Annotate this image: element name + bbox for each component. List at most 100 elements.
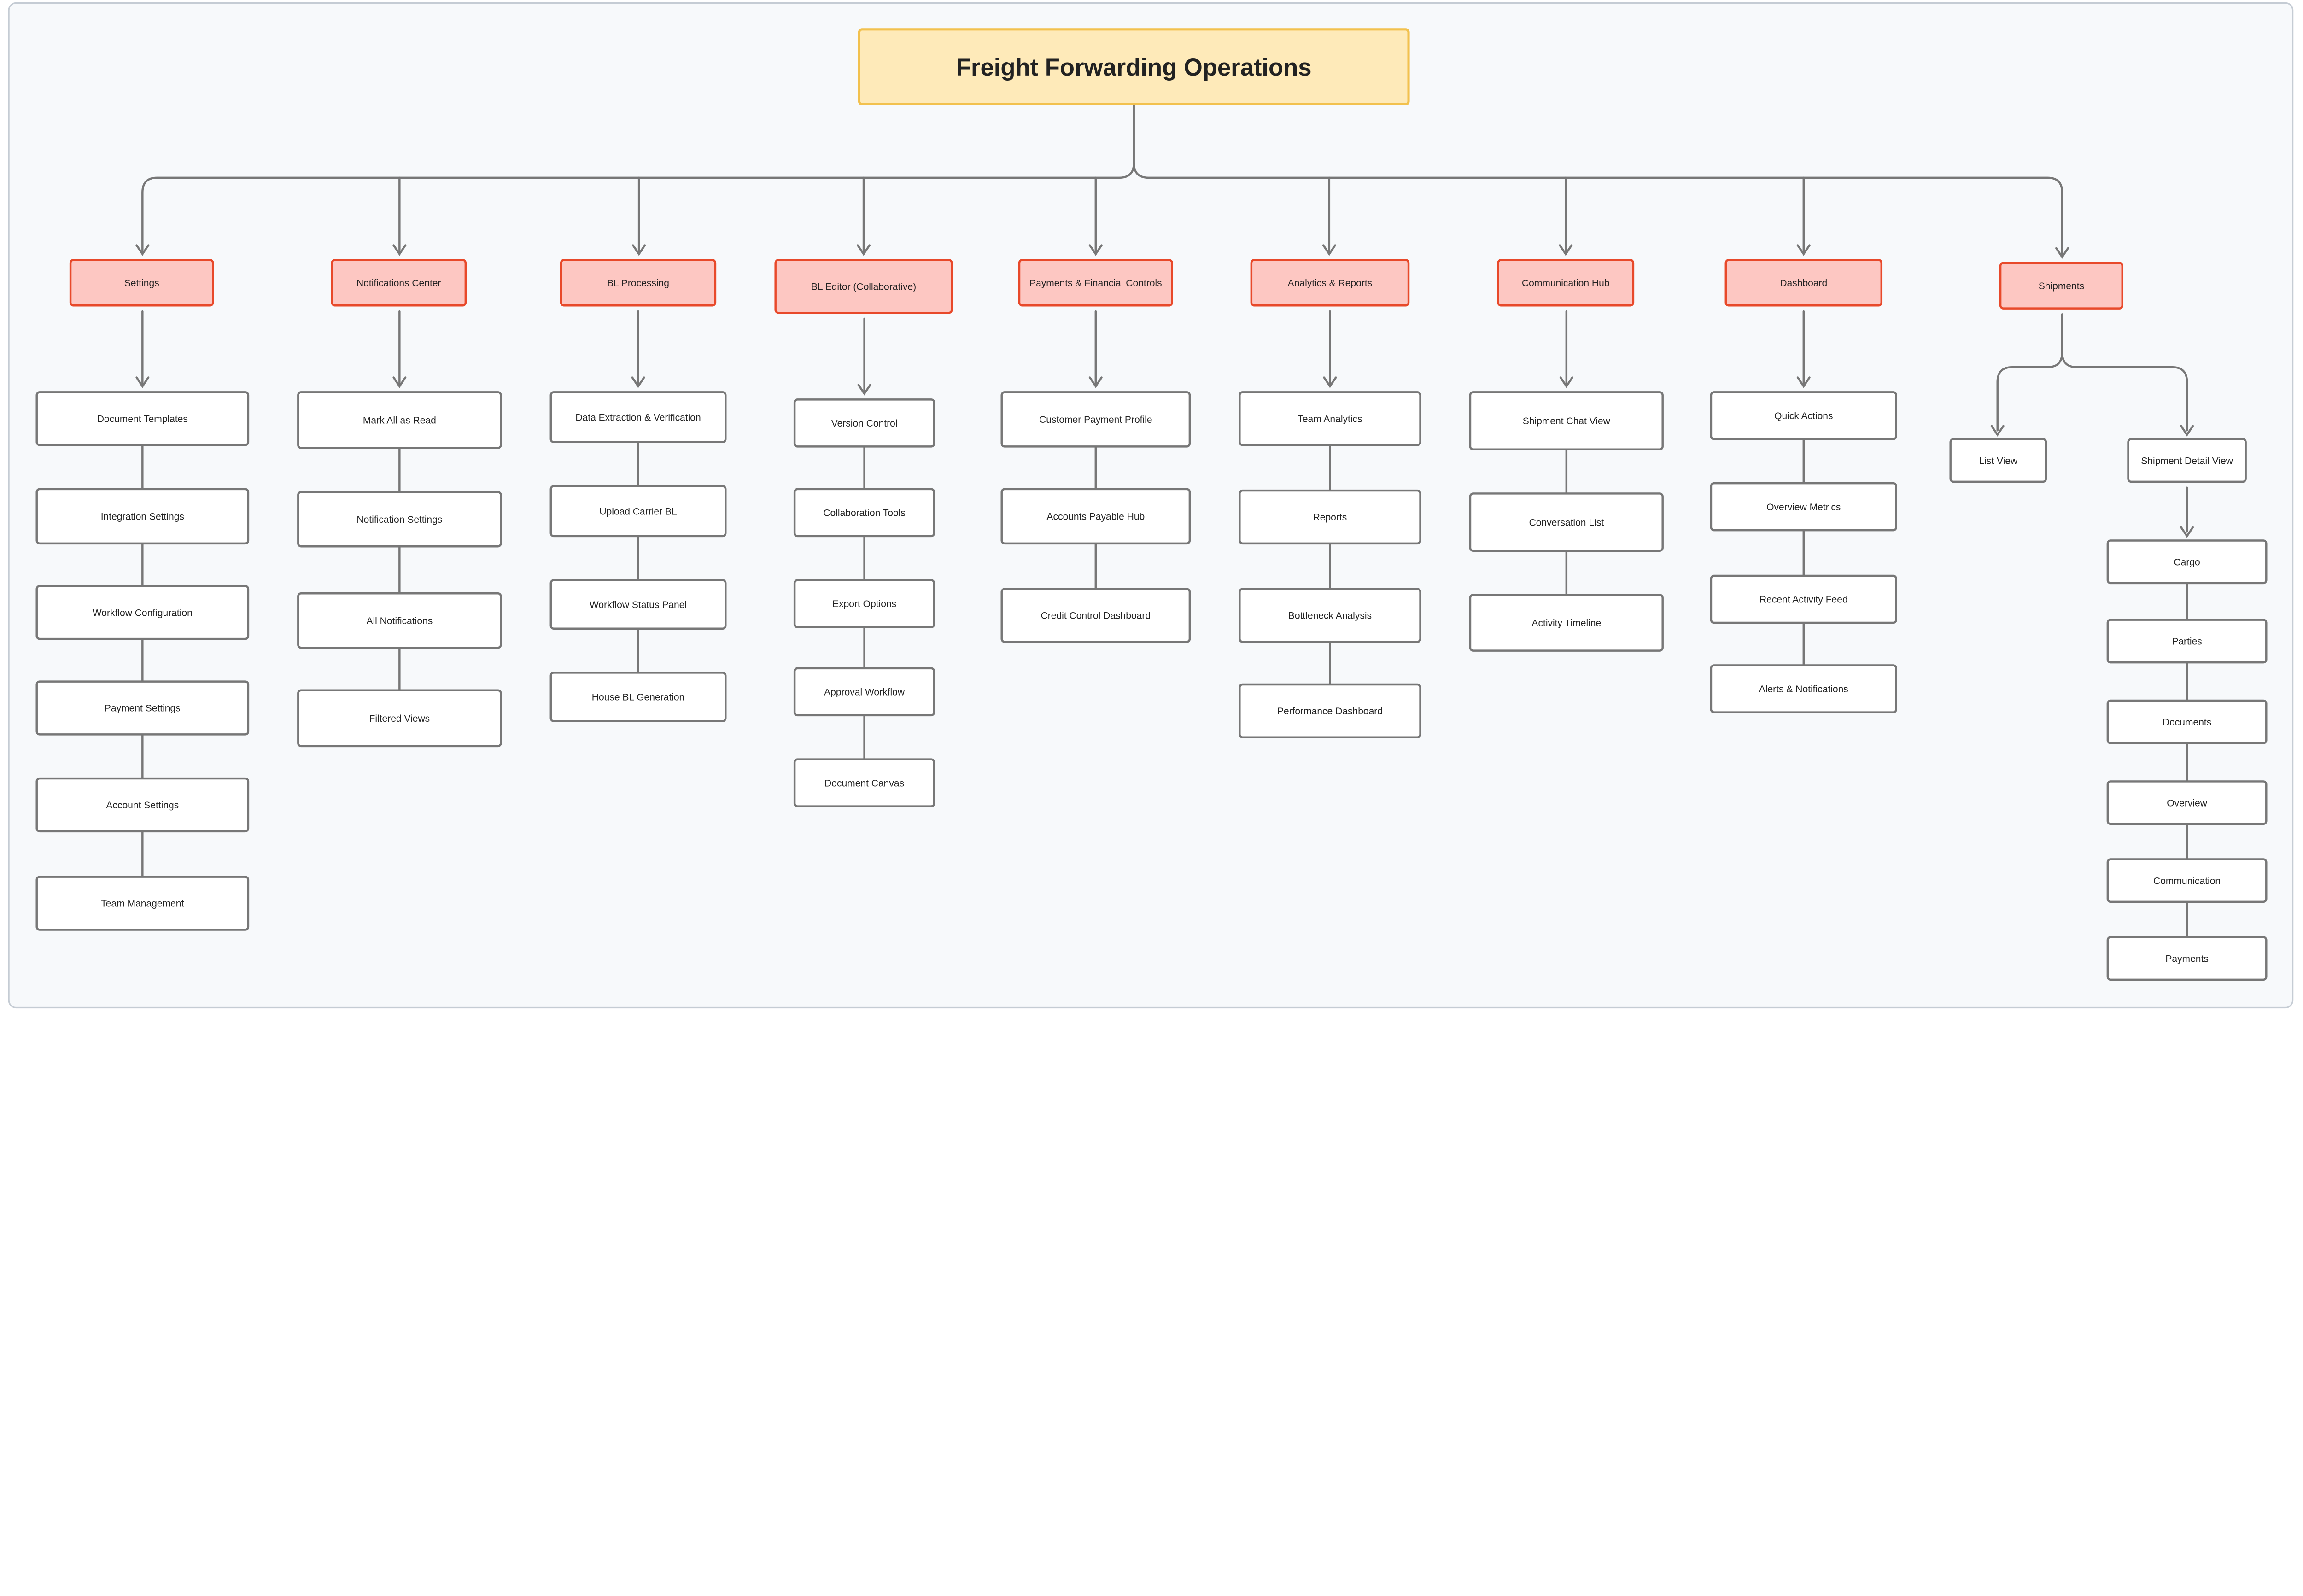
page-box [35,391,250,446]
category-label: BL Processing [607,278,669,288]
page-mark-all-as-read[interactable]: Mark All as Read [297,391,502,449]
arrowhead-icon [392,244,407,256]
page-communication[interactable]: Communication [2106,858,2268,903]
page-team-analytics[interactable]: Team Analytics [1239,391,1421,446]
page-label: All Notifications [366,616,433,626]
page-payments[interactable]: Payments [2106,936,2268,981]
category-label: Payments & Financial Controls [1029,278,1162,288]
page-label: Document Canvas [824,778,904,789]
page-workflow-status-panel[interactable]: Workflow Status Panel [549,579,727,630]
page-shipment-detail-view[interactable]: Shipment Detail View [2127,438,2247,483]
page-payment-settings[interactable]: Payment Settings [35,680,250,736]
page-performance-dashboard[interactable]: Performance Dashboard [1239,683,1421,738]
page-house-bl-generation[interactable]: House BL Generation [549,672,727,722]
page-overview[interactable]: Overview [2106,780,2268,825]
page-box [1710,482,1897,532]
root-node[interactable]: Freight Forwarding Operations [858,28,1410,105]
page-label: Team Analytics [1298,414,1362,424]
page-box [1239,391,1421,446]
page-label: Quick Actions [1774,411,1833,421]
category-payments-and-financial-controls[interactable]: Payments & Financial Controls [1018,259,1173,307]
page-box [35,777,250,833]
page-label: Bottleneck Analysis [1288,611,1372,621]
category-box [69,259,214,307]
page-document-canvas[interactable]: Document Canvas [793,758,935,807]
category-shipments[interactable]: Shipments [1999,262,2124,310]
arrowhead-icon [631,376,645,388]
page-accounts-payable-hub[interactable]: Accounts Payable Hub [1000,488,1191,545]
page-approval-workflow[interactable]: Approval Workflow [793,667,935,717]
page-all-notifications[interactable]: All Notifications [297,592,502,649]
page-recent-activity-feed[interactable]: Recent Activity Feed [1710,574,1897,624]
page-box [549,579,727,630]
page-box [1469,391,1664,450]
page-label: Approval Workflow [824,687,905,698]
page-label: Reports [1313,512,1347,523]
page-filtered-views[interactable]: Filtered Views [297,689,502,748]
arrowhead-icon [1796,244,1811,256]
page-label: Upload Carrier BL [599,506,677,517]
page-list-view[interactable]: List View [1949,438,2047,483]
page-shipment-chat-view[interactable]: Shipment Chat View [1469,391,1664,450]
page-label: Shipment Detail View [2141,456,2233,466]
page-box [1469,492,1664,552]
page-activity-timeline[interactable]: Activity Timeline [1469,594,1664,652]
page-notification-settings[interactable]: Notification Settings [297,491,502,548]
page-label: Mark All as Read [363,415,436,426]
page-label: Credit Control Dashboard [1041,611,1151,621]
category-box [1018,259,1173,307]
category-notifications-center[interactable]: Notifications Center [331,259,467,307]
page-label: List View [1979,456,2018,466]
page-box [2106,539,2268,585]
page-bottleneck-analysis[interactable]: Bottleneck Analysis [1239,588,1421,643]
arrowhead-icon [2180,425,2194,437]
page-box [793,667,935,717]
page-upload-carrier-bl[interactable]: Upload Carrier BL [549,485,727,538]
page-integration-settings[interactable]: Integration Settings [35,488,250,545]
page-label: Cargo [2174,557,2200,567]
arrowhead-icon [2180,526,2194,538]
page-box [793,758,935,807]
page-box [297,391,502,449]
page-box [1000,391,1191,448]
page-label: Team Management [101,899,184,909]
page-box [1239,683,1421,738]
arrowhead-icon [1322,244,1336,256]
page-label: Overview Metrics [1766,502,1841,513]
page-export-options[interactable]: Export Options [793,579,935,628]
page-conversation-list[interactable]: Conversation List [1469,492,1664,552]
category-analytics-and-reports[interactable]: Analytics & Reports [1250,259,1410,307]
arrowhead-icon [392,376,407,388]
page-quick-actions[interactable]: Quick Actions [1710,391,1897,440]
category-bl-processing[interactable]: BL Processing [560,259,717,307]
category-dashboard[interactable]: Dashboard [1724,259,1883,307]
page-box [35,488,250,545]
category-box [1724,259,1883,307]
page-workflow-configuration[interactable]: Workflow Configuration [35,585,250,640]
page-overview-metrics[interactable]: Overview Metrics [1710,482,1897,532]
page-document-templates[interactable]: Document Templates [35,391,250,446]
page-credit-control-dashboard[interactable]: Credit Control Dashboard [1000,588,1191,643]
page-cargo[interactable]: Cargo [2106,539,2268,585]
page-account-settings[interactable]: Account Settings [35,777,250,833]
page-collaboration-tools[interactable]: Collaboration Tools [793,488,935,538]
page-label: Notification Settings [357,514,442,525]
page-parties[interactable]: Parties [2106,619,2268,664]
page-alerts-and-notifications[interactable]: Alerts & Notifications [1710,664,1897,713]
category-communication-hub[interactable]: Communication Hub [1497,259,1635,307]
page-version-control[interactable]: Version Control [793,398,935,448]
page-data-extraction-and-verification[interactable]: Data Extraction & Verification [549,391,727,444]
category-bl-editor-collaborative[interactable]: BL Editor (Collaborative) [774,259,953,314]
category-settings[interactable]: Settings [69,259,214,307]
page-box [1000,588,1191,643]
page-box [793,579,935,628]
page-team-management[interactable]: Team Management [35,876,250,931]
page-box [297,689,502,748]
page-reports[interactable]: Reports [1239,489,1421,545]
page-customer-payment-profile[interactable]: Customer Payment Profile [1000,391,1191,448]
arrowhead-icon [857,384,871,396]
page-box [2106,780,2268,825]
page-label: Data Extraction & Verification [575,412,701,423]
page-documents[interactable]: Documents [2106,699,2268,744]
page-label: Recent Activity Feed [1759,595,1848,605]
